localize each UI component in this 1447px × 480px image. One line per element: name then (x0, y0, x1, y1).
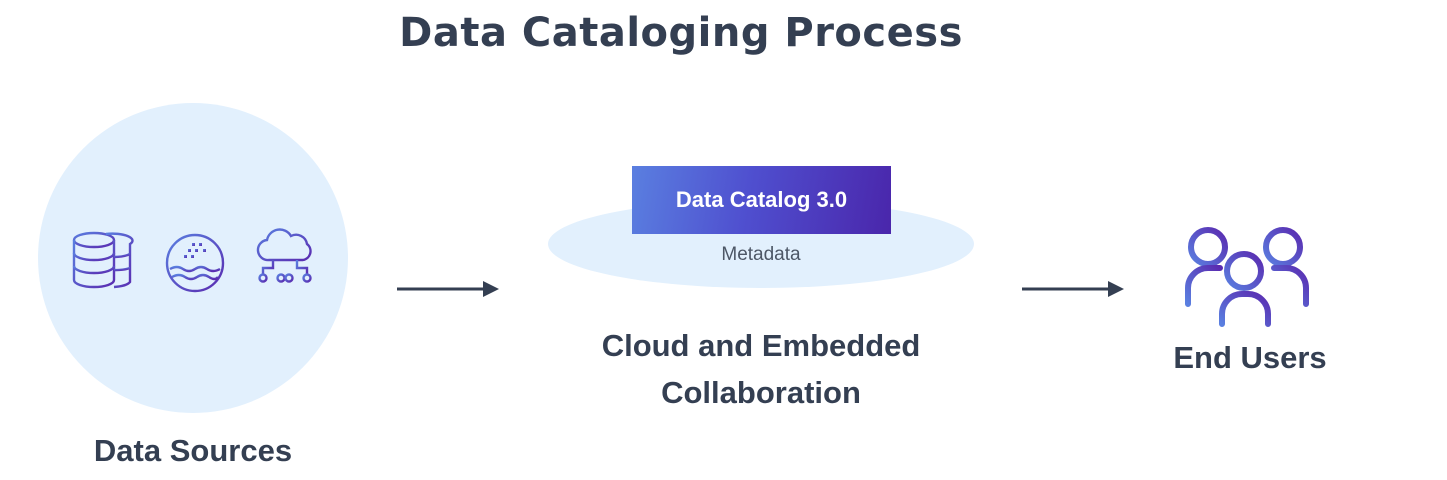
arrow-right-icon (1022, 281, 1124, 297)
arrow-right-icon (397, 281, 499, 297)
users-group-icon (1185, 227, 1309, 327)
cloud-collaboration-line2: Collaboration (661, 375, 861, 410)
database-icon (72, 231, 134, 289)
data-lake-icon (165, 233, 225, 293)
metadata-label: Metadata (721, 244, 801, 265)
cloud-collaboration-label: Cloud and Embedded Collaboration (560, 322, 962, 416)
end-users-label: End Users (1173, 340, 1327, 375)
cloud-network-icon (256, 228, 312, 283)
page-title: Data Cataloging Process (399, 10, 963, 56)
data-sources-label: Data Sources (93, 433, 293, 468)
cloud-collaboration-line1: Cloud and Embedded (601, 328, 921, 363)
data-catalog-box: Data Catalog 3.0 (632, 166, 891, 234)
